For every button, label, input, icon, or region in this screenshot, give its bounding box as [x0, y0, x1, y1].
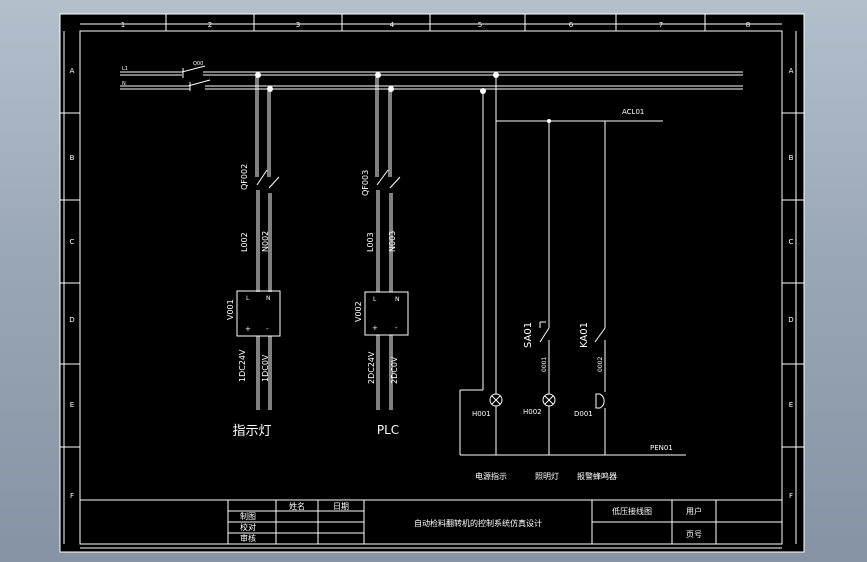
title-row-drawn: 制图 [240, 511, 256, 521]
branch1-breaker-label: QF002 [240, 164, 249, 190]
branch1-out-neg: 1DC0V [261, 354, 270, 382]
branch2-caption: PLC [377, 423, 399, 437]
row-label: C [70, 238, 75, 246]
branch2-out-neg: 2DC0V [390, 356, 399, 384]
row-label: F [70, 492, 74, 500]
psu1-terminal-pos: + [245, 325, 251, 333]
control-wiring [459, 75, 686, 456]
branch1-out-pos: 1DC24V [238, 349, 247, 382]
branch1-wire-n: N002 [261, 231, 270, 252]
buzzer-label: D001 [574, 410, 593, 418]
caption-power-indicator: 电源指示 [475, 471, 507, 481]
branch1-caption: 指示灯 [232, 424, 271, 439]
psu1-terminal-neg: - [266, 325, 269, 333]
branch2-out-pos: 2DC24V [367, 351, 376, 384]
row-label: F [789, 492, 793, 500]
main-breaker-label: Q00 [193, 61, 203, 67]
col-label: 8 [746, 21, 750, 29]
pen-label: PEN01 [650, 444, 673, 452]
col-label: 2 [208, 21, 212, 29]
col-label: 1 [121, 21, 125, 29]
caption-light: 照明灯 [535, 471, 559, 481]
title-row-approved: 审核 [240, 533, 256, 543]
title-row-checked: 校对 [240, 522, 256, 532]
col-label: 6 [569, 21, 574, 29]
zone-lines [60, 14, 804, 549]
drawing-title: 低压接线图 [612, 506, 652, 516]
row-labels: A B C D E F A B C D E F [69, 67, 793, 500]
wire2-label: 0002 [597, 357, 604, 372]
switch2-label: KA01 [579, 322, 590, 348]
wire1-label: 0001 [541, 357, 548, 372]
row-label: E [70, 401, 74, 409]
page-field-label: 页号 [686, 530, 702, 539]
acl-label: ACL01 [622, 108, 644, 116]
title-hdr-date: 日期 [333, 502, 349, 511]
psu2-terminal-neg: - [395, 324, 398, 332]
power-bus [120, 65, 743, 91]
col-label: 5 [478, 21, 482, 29]
bus-label-n: N [122, 81, 126, 87]
branch2-wire-l: L003 [366, 232, 375, 252]
branch2-wire-n: N003 [388, 231, 397, 252]
branch2-wiring [364, 75, 409, 410]
col-label: 4 [390, 21, 395, 29]
project-title: 自动检料翻转机的控制系统仿真设计 [414, 518, 542, 528]
branch2-psu-label: V002 [354, 301, 363, 322]
psu2-terminal-pos: + [372, 324, 378, 332]
branch1-psu-label: V001 [226, 299, 235, 320]
row-label: B [789, 154, 794, 162]
title-hdr-name: 姓名 [289, 501, 305, 511]
column-labels: 1 2 3 4 5 6 7 8 [121, 21, 750, 29]
title-block-grid [79, 499, 783, 545]
user-field-label: 用户 [686, 506, 702, 516]
drawing-sheet [59, 13, 805, 553]
row-label: D [69, 316, 74, 324]
col-label: 3 [296, 21, 300, 29]
branch1-wiring [236, 75, 281, 410]
psu2-terminal-n: N [395, 296, 400, 303]
switch1-label: SA01 [523, 322, 534, 348]
col-label: 7 [659, 21, 663, 29]
row-label: A [789, 67, 794, 75]
caption-alarm: 报警蜂鸣器 [577, 471, 617, 481]
branch2-breaker-label: QF003 [361, 170, 370, 196]
branch1-wire-l: L002 [240, 232, 249, 252]
psu1-terminal-n: N [266, 295, 271, 302]
row-label: A [70, 67, 75, 75]
row-label: C [789, 238, 794, 246]
row-label: E [789, 401, 793, 409]
psu1-terminal-l: L [246, 295, 250, 302]
bus-label-l1: L1 [122, 66, 128, 72]
lamp2-label: H002 [523, 408, 542, 416]
row-label: D [788, 316, 793, 324]
lamp1-label: H001 [472, 410, 491, 418]
row-label: B [70, 154, 75, 162]
psu2-terminal-l: L [373, 296, 377, 303]
